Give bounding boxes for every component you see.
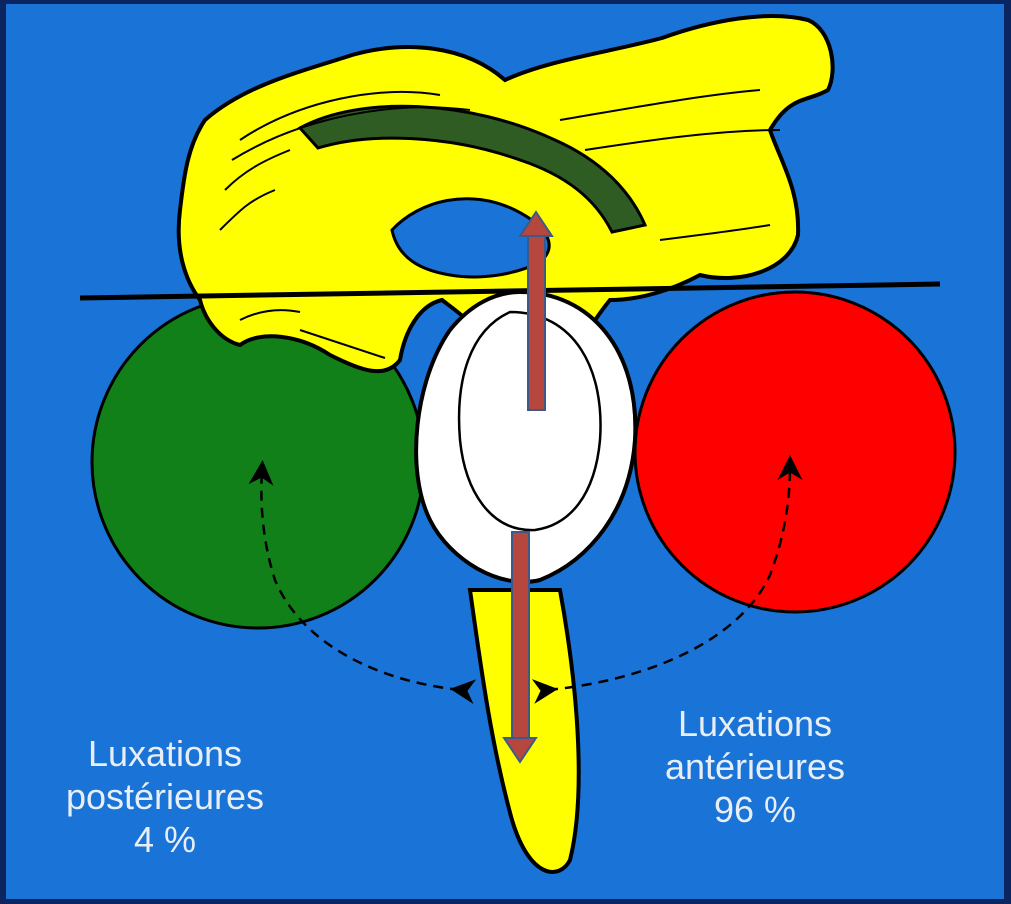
anterior-label-percent: 96 % [610,788,900,831]
anterior-humeral-head [635,292,955,612]
posterior-label-line1: Luxations [20,732,310,775]
anterior-dislocation-label: Luxations antérieures 96 % [610,702,900,831]
posterior-label-percent: 4 % [20,818,310,861]
posterior-dislocation-label: Luxations postérieures 4 % [20,732,310,861]
anterior-label-line2: antérieures [610,745,900,788]
posterior-label-line2: postérieures [20,775,310,818]
anterior-label-line1: Luxations [610,702,900,745]
